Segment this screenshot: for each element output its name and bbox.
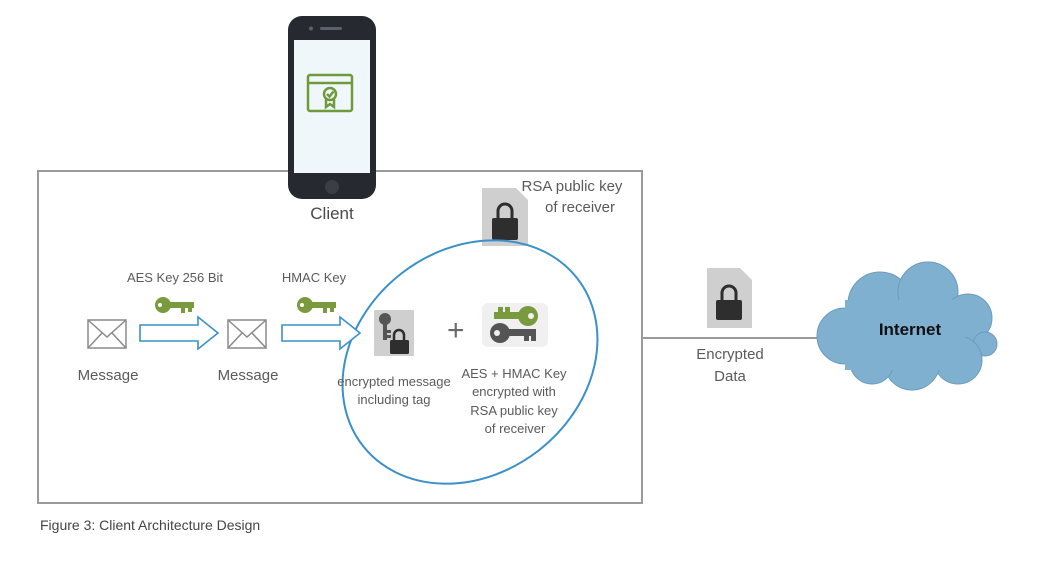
keys-bundle-label-line1: AES + HMAC Key	[461, 366, 567, 381]
keys-bundle-label-line3: RSA public key	[470, 403, 558, 418]
encrypted-message-label-line1: encrypted message	[337, 374, 451, 389]
keys-bundle-label-line2: encrypted with	[472, 384, 556, 399]
rsa-key-label-line2: of receiver	[544, 199, 616, 216]
encryption-ellipse	[341, 239, 599, 485]
keys-bundle-icon	[482, 303, 548, 347]
hmac-key-label: HMAC Key	[281, 270, 347, 285]
client-label: Client	[310, 204, 354, 223]
rsa-key-label-line1: RSA public key	[521, 178, 623, 195]
arrow-icon-1	[139, 315, 220, 351]
encrypted-data-doc-icon	[707, 268, 752, 328]
aes-key-label: AES Key 256 Bit	[126, 270, 224, 285]
keys-bundle-label-line4: of receiver	[484, 421, 546, 436]
arrow-icon-2	[281, 315, 362, 351]
phone-icon	[288, 16, 376, 199]
message-label-2: Message	[217, 367, 279, 384]
encrypted-message-label-line2: including tag	[357, 392, 431, 407]
certificate-icon	[306, 73, 354, 113]
plus-sign: +	[447, 314, 465, 347]
encrypted-data-label-line1: Encrypted	[696, 346, 764, 363]
internet-cloud-icon	[816, 261, 998, 391]
encrypted-message-icon	[374, 310, 414, 356]
internet-label: Internet	[878, 320, 942, 339]
rsa-lock-doc-icon	[482, 188, 528, 246]
envelope-icon-1	[87, 319, 127, 349]
encrypted-data-label-line2: Data	[714, 368, 746, 385]
message-label-1: Message	[77, 367, 139, 384]
figure-caption: Figure 3: Client Architecture Design	[40, 517, 261, 533]
hmac-key-icon	[297, 297, 336, 313]
envelope-icon-2	[227, 319, 267, 349]
aes-key-icon	[155, 297, 194, 313]
